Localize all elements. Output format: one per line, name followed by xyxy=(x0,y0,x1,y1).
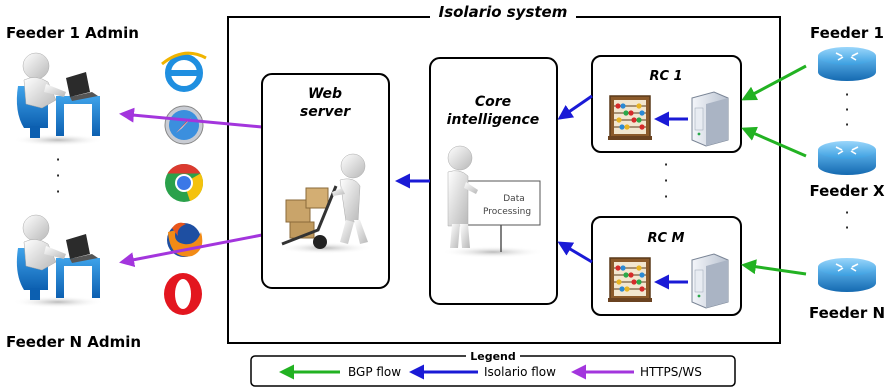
web-server-title-line2: server xyxy=(300,104,351,120)
rc-ellipsis-dot: · xyxy=(663,171,668,190)
delivery-person-icon xyxy=(277,153,373,254)
router-icon xyxy=(818,141,876,175)
router-icon xyxy=(818,258,876,292)
admin-ellipsis-dot: · xyxy=(55,182,60,201)
feeder-label-n: Feeder N xyxy=(809,304,885,322)
https-arrow-bottom xyxy=(119,233,263,268)
board-text-line2: Processing xyxy=(483,207,531,217)
legend-label-isolario: Isolario flow xyxy=(484,365,556,379)
safari-icon xyxy=(164,105,204,145)
isolario-arrow-rc1-to-core xyxy=(557,94,593,120)
rc-label-m: RC M xyxy=(647,231,684,246)
feeder-ellipsis-dot: · xyxy=(844,203,849,222)
legend-label-https: HTTPS/WS xyxy=(640,365,702,379)
internet-explorer-icon xyxy=(161,51,207,92)
feeder-ellipsis-dot: · xyxy=(844,115,849,134)
admin-user-icon-top xyxy=(12,52,104,146)
web-server-title-line1: Web xyxy=(308,86,342,102)
bgp-arrow-feeder1 xyxy=(741,64,807,101)
feeder-label-x: Feeder X xyxy=(809,182,885,200)
admin-ellipsis-dot: · xyxy=(55,166,60,185)
board-text-line1: Data xyxy=(503,194,525,204)
abacus-icon xyxy=(608,257,652,302)
router-icon xyxy=(818,47,876,81)
rc-ellipsis-dot: · xyxy=(663,187,668,206)
legend-title: Legend xyxy=(470,350,516,363)
opera-icon xyxy=(164,273,202,315)
system-title: Isolario system xyxy=(439,3,568,21)
feeder-ellipsis-dot: · xyxy=(844,218,849,237)
rc-ellipsis-dot: · xyxy=(663,155,668,174)
rc-label-1: RC 1 xyxy=(649,69,682,84)
https-arrow-top xyxy=(119,107,263,129)
bgp-arrow-feederx xyxy=(741,126,807,158)
presenter-icon xyxy=(441,145,545,258)
legend-label-bgp: BGP flow xyxy=(348,365,401,379)
core-title-line1: Core xyxy=(475,94,511,110)
admin-bottom-label: Feeder N Admin xyxy=(6,333,141,351)
admin-top-label: Feeder 1 Admin xyxy=(6,24,139,42)
feeder-ellipsis-dot: · xyxy=(844,100,849,119)
abacus-icon xyxy=(608,95,652,140)
chrome-icon xyxy=(165,163,204,202)
admin-ellipsis-dot: · xyxy=(55,150,60,169)
feeder-label-1: Feeder 1 xyxy=(810,24,884,42)
admin-user-icon-bottom xyxy=(12,214,104,308)
isolario-arrow-rcm-to-core xyxy=(557,241,593,264)
server-icon xyxy=(691,91,729,147)
server-icon xyxy=(691,253,729,309)
core-title-line2: intelligence xyxy=(447,112,540,128)
bgp-arrow-feedern xyxy=(741,259,807,276)
feeder-ellipsis-dot: · xyxy=(844,85,849,104)
